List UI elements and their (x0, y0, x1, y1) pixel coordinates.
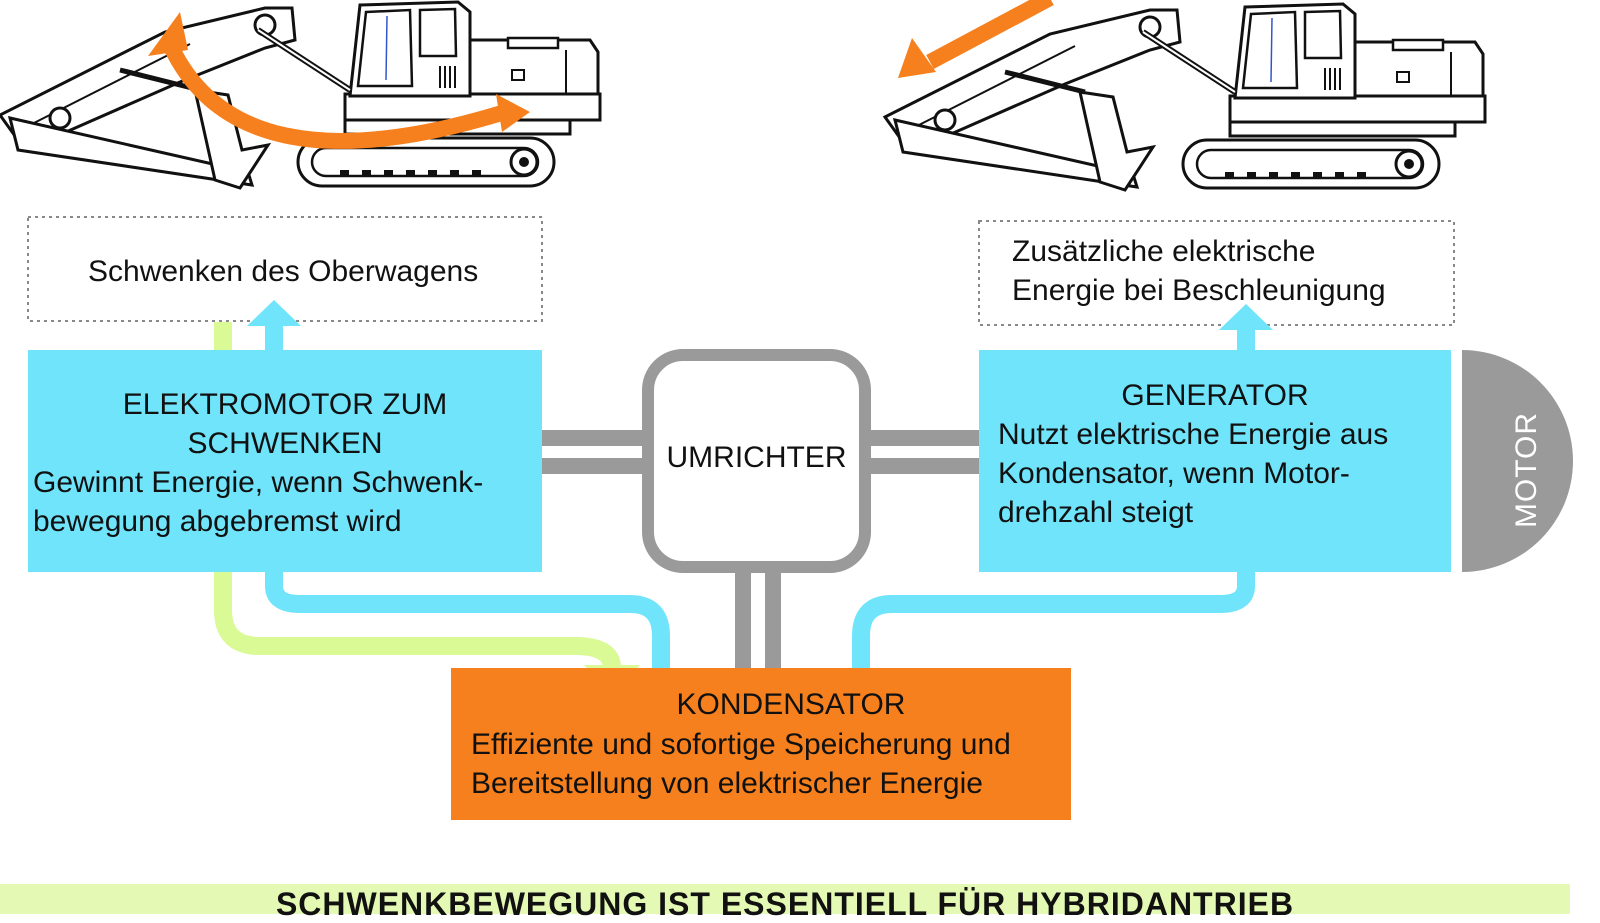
capacitor-desc-line-2: Bereitstellung von elektrischer Energie (471, 767, 983, 800)
swing-up-arrow-head (247, 300, 301, 326)
generator-desc-line-1: Nutzt elektrische Energie aus (998, 418, 1389, 451)
accel-note-box (978, 220, 1455, 326)
bottom-banner-text: SCHWENKBEWEGUNG IST ESSENTIELL FÜR HYBRI… (275, 886, 1295, 922)
generator-box (979, 350, 1451, 572)
inverter-links (542, 430, 980, 670)
boom-double-arrow (926, 0, 1054, 70)
inverter-box (642, 349, 871, 573)
swing-motor-desc-line-1: Gewinnt Energie, wenn Schwenk- (33, 466, 484, 499)
swing-arc-arrow (160, 36, 508, 149)
cyan-flow-left (265, 570, 670, 670)
capacitor-title: KONDENSATOR (676, 688, 906, 721)
swing-note-text: Schwenken des Oberwagens (88, 255, 479, 288)
accel-note-line-2: Energie bei Beschleunigung (1012, 274, 1386, 307)
accel-note-line-1: Zusätzliche elektrische (1012, 235, 1316, 268)
boom-arrowhead-lower (898, 38, 936, 78)
swing-arc-arrowhead-left (148, 12, 188, 56)
cyan-flow-right (852, 570, 1255, 670)
swing-motor-title-line-2: SCHWENKEN (187, 427, 383, 460)
swing-arc-arrowhead-right (496, 94, 530, 132)
capacitor-desc-line-1: Effiziente und sofortige Speicherung und (471, 728, 1011, 761)
green-flow-path (214, 570, 621, 669)
generator-desc-line-2: Kondensator, wenn Motor- (998, 457, 1350, 490)
generator-desc-line-3: drehzahl steigt (998, 496, 1194, 529)
inverter-label: UMRICHTER (666, 441, 847, 474)
excavator-left-image (0, 2, 600, 188)
engine-label: MOTOR (1510, 411, 1543, 529)
swing-motor-desc-line-2: bewegung abgebremst wird (33, 505, 402, 538)
accel-up-arrow-shaft (1237, 326, 1255, 350)
swing-green-connector (214, 322, 232, 352)
swing-up-arrow-shaft (265, 322, 283, 350)
swing-motor-title-line-1: ELEKTROMOTOR ZUM (122, 388, 448, 421)
engine-half-disc (1462, 350, 1573, 572)
generator-title: GENERATOR (1121, 379, 1309, 412)
swing-motor-box (28, 350, 542, 572)
diagram-canvas (0, 0, 1573, 820)
accel-up-arrow-head (1219, 304, 1273, 330)
capacitor-box (451, 668, 1071, 820)
